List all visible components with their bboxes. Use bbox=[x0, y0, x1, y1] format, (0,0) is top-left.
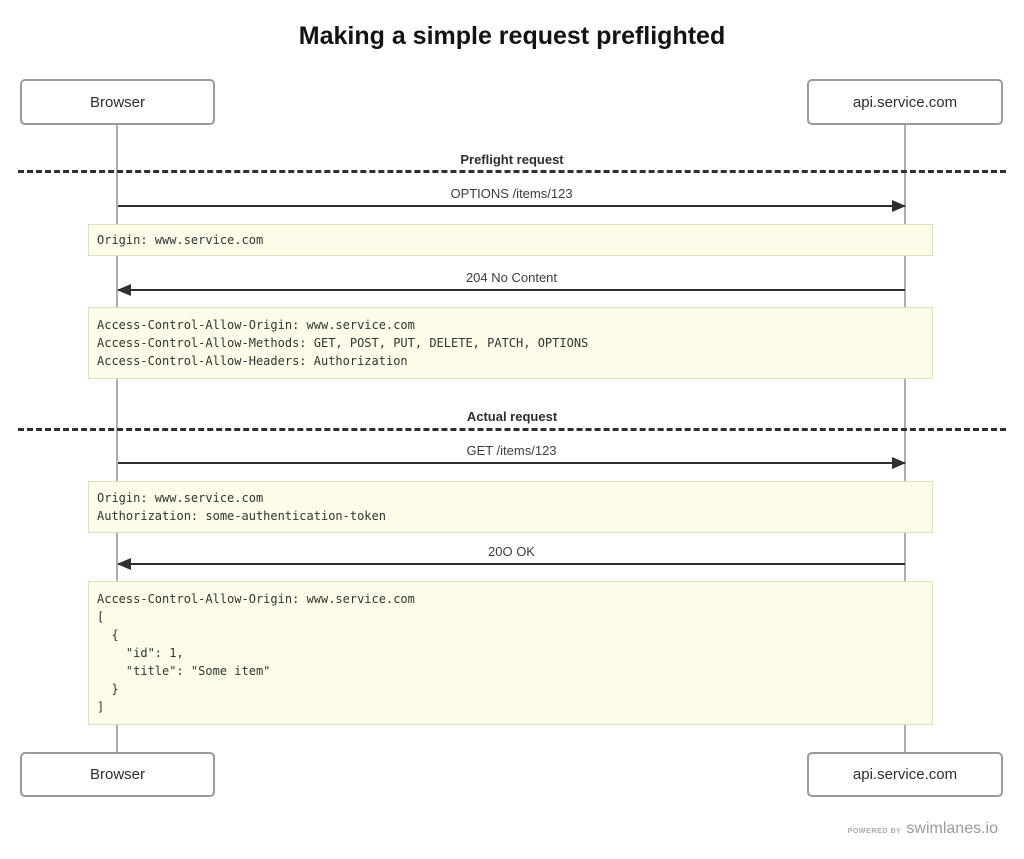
message-204-label: 204 No Content bbox=[465, 270, 558, 285]
message-options-label: OPTIONS /items/123 bbox=[450, 186, 573, 201]
powered-by-label: POWERED BY bbox=[847, 828, 902, 835]
divider-preflight-label: Preflight request bbox=[460, 152, 564, 167]
diagram-title: Making a simple request preflighted bbox=[298, 22, 726, 50]
message-options-arrow bbox=[118, 200, 906, 212]
message-get-request: GET /items/123 bbox=[118, 443, 906, 469]
arrowhead-left-icon bbox=[117, 558, 131, 570]
actor-browser-bottom-label: Browser bbox=[89, 766, 145, 783]
arrowhead-right-icon bbox=[892, 457, 906, 469]
actor-api-service-top: api.service.com bbox=[807, 79, 1003, 125]
note-access-control-headers: Access-Control-Allow-Origin: www.service… bbox=[88, 307, 933, 379]
message-200-arrow bbox=[117, 558, 905, 570]
actor-api-service-bottom: api.service.com bbox=[807, 752, 1003, 797]
lifeline-browser bbox=[116, 125, 118, 752]
note-request-headers: Origin: www.service.com Authorization: s… bbox=[88, 481, 933, 533]
note-response-body: Access-Control-Allow-Origin: www.service… bbox=[88, 581, 933, 725]
message-200-label: 20O OK bbox=[488, 544, 535, 559]
actor-browser-bottom: Browser bbox=[20, 752, 215, 797]
note-response-body-text: Access-Control-Allow-Origin: www.service… bbox=[97, 592, 415, 714]
divider-preflight-line bbox=[18, 170, 1006, 173]
arrowhead-left-icon bbox=[117, 284, 131, 296]
message-200-response: 20O OK bbox=[117, 544, 905, 570]
note-origin-header: Origin: www.service.com bbox=[88, 224, 933, 256]
message-204-arrow bbox=[117, 284, 905, 296]
divider-actual-label: Actual request bbox=[466, 409, 558, 424]
arrowhead-right-icon bbox=[892, 200, 906, 212]
actor-browser-top: Browser bbox=[20, 79, 215, 125]
divider-actual-line bbox=[18, 428, 1006, 431]
actor-api-service-top-label: api.service.com bbox=[852, 93, 958, 111]
swimlanes-brand-link[interactable]: swimlanes.io bbox=[906, 820, 998, 837]
lifeline-api-service bbox=[904, 125, 906, 752]
actor-api-service-bottom-label: api.service.com bbox=[852, 766, 958, 783]
message-get-label: GET /items/123 bbox=[466, 443, 557, 458]
message-204-response: 204 No Content bbox=[117, 270, 905, 296]
message-get-arrow bbox=[118, 457, 906, 469]
note-request-headers-text: Origin: www.service.com Authorization: s… bbox=[97, 491, 386, 523]
footer-powered-by: POWERED BY swimlanes.io bbox=[848, 820, 998, 838]
note-origin-header-text: Origin: www.service.com bbox=[97, 233, 264, 247]
actor-browser-top-label: Browser bbox=[89, 93, 145, 111]
note-access-control-headers-text: Access-Control-Allow-Origin: www.service… bbox=[97, 318, 589, 368]
message-options-request: OPTIONS /items/123 bbox=[118, 186, 906, 212]
